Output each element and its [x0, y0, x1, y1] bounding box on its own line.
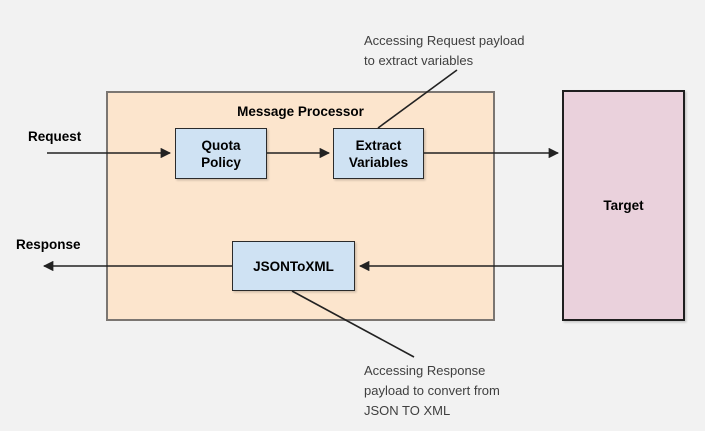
- jsontoxml-node: JSONToXML: [232, 241, 355, 291]
- target-node: Target: [562, 90, 685, 321]
- quota-policy-node: Quota Policy: [175, 128, 267, 179]
- annotation-request-payload: Accessing Request payload to extract var…: [364, 33, 525, 68]
- annotation-response-payload: Accessing Response payload to convert fr…: [364, 363, 500, 418]
- message-processor-title: Message Processor: [237, 104, 364, 119]
- request-label: Request: [28, 129, 82, 144]
- response-label: Response: [16, 237, 81, 252]
- extract-variables-node: Extract Variables: [333, 128, 424, 179]
